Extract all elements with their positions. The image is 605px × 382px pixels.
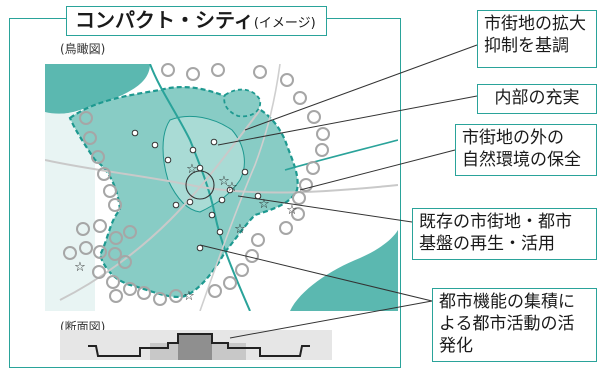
greenbelt-circle	[76, 222, 90, 236]
station-marker	[196, 164, 204, 172]
greenbelt-circle	[118, 255, 132, 269]
station-marker	[241, 168, 249, 176]
greenbelt-circle	[91, 150, 105, 164]
greenbelt-circle	[123, 225, 137, 239]
greenbelt-circle	[106, 275, 120, 289]
greenbelt-circle	[103, 184, 117, 198]
greenbelt-circle	[93, 245, 107, 259]
station-marker	[172, 201, 180, 209]
greenbelt-circle	[251, 233, 265, 247]
river	[149, 64, 251, 311]
star-marker: ☆	[183, 289, 195, 304]
star-marker: ☆	[286, 203, 298, 218]
star-marker: ☆	[234, 222, 246, 237]
callout-text: 自然環境の保全	[462, 150, 581, 170]
leader-lines	[199, 44, 478, 339]
station-marker	[189, 146, 197, 154]
station-marker	[226, 186, 234, 194]
greenbelt-circle	[253, 65, 267, 79]
sea-bottom-right	[290, 230, 398, 311]
greenbelt-circle	[137, 286, 151, 300]
greenbelt-circle	[161, 63, 175, 77]
callout-nature-preservation: 市街地の外の 自然環境の保全	[455, 124, 597, 176]
greenbelt-circle	[292, 191, 306, 205]
station-marker	[208, 211, 216, 219]
callout-text: 市街地の外の	[462, 128, 564, 148]
greenbelt-circle	[92, 265, 106, 279]
greenbelt-circle	[186, 67, 200, 81]
greenbelt-circle	[79, 241, 93, 255]
station-marker	[216, 228, 224, 236]
greenbelt-circle	[108, 198, 122, 212]
birdseye-caption: (鳥瞰図)	[60, 42, 106, 56]
city-core	[162, 115, 245, 213]
star-marker: ☆	[186, 162, 198, 177]
callout-text: 発化	[439, 336, 473, 356]
greenbelt-circle	[123, 282, 137, 296]
station-marker	[151, 141, 159, 149]
greenbelt-circle	[109, 231, 123, 245]
greenbelt-circle	[293, 91, 307, 105]
road-vertical	[199, 64, 281, 311]
greenbelt-circle	[79, 111, 93, 125]
diagram-title: コンパクト・シティ(イメージ)	[66, 6, 327, 36]
cross-section	[60, 330, 332, 360]
greenbelt-circle	[279, 221, 293, 235]
greenbelt-circles	[63, 63, 330, 306]
greenbelt-circle	[63, 246, 77, 260]
greenbelt-circle	[306, 161, 320, 175]
callout-text: 既存の市街地・都市	[419, 212, 572, 232]
callout-text: 都市機能の集積に	[439, 292, 575, 312]
satellite-area	[223, 88, 262, 118]
road-horizontal	[45, 159, 398, 194]
station-marker	[131, 129, 139, 137]
sea-top-left	[45, 64, 150, 115]
callout-text: 内部の充実	[494, 88, 580, 108]
road-diagonal	[59, 109, 261, 301]
greenbelt-circle	[315, 143, 329, 157]
greenbelt-circle	[223, 276, 237, 290]
title-sub: (イメージ)	[253, 16, 316, 31]
callout-inner-enhancement: 内部の充実	[477, 84, 597, 114]
greenbelt-circle	[169, 289, 183, 303]
greenbelt-circle	[153, 292, 167, 306]
star-marker: ☆	[218, 174, 230, 189]
greenbelt-circle	[83, 131, 97, 145]
greenbelt-circle	[208, 284, 222, 298]
callout-text: 基盤の再生・活用	[419, 234, 555, 254]
star-markers: ☆☆☆☆☆☆☆☆	[74, 162, 298, 304]
callout-sprawl-control: 市街地の拡大 抑制を基調	[477, 10, 597, 68]
greenbelt-circle	[211, 63, 225, 77]
callout-text: 抑制を基調	[484, 36, 569, 56]
station-marker	[196, 244, 204, 252]
star-marker: ☆	[258, 197, 270, 212]
title-main: コンパクト・シティ	[75, 8, 254, 32]
station-marker	[186, 198, 194, 206]
station-marker	[164, 156, 172, 164]
greenbelt-circle	[97, 167, 111, 181]
station-marker	[218, 196, 226, 204]
greenbelt-circle	[93, 219, 107, 233]
greenbelt-circle	[307, 110, 321, 124]
greenbelt-circle	[108, 247, 122, 261]
callout-text: よる都市活動の活	[439, 314, 575, 334]
river-branch	[284, 139, 398, 171]
greenbelt-circle	[280, 73, 294, 87]
station-markers	[131, 129, 262, 252]
star-marker: ☆	[74, 260, 86, 275]
land-left	[45, 108, 95, 311]
callout-urban-renewal: 既存の市街地・都市 基盤の再生・活用	[412, 208, 597, 260]
greenbelt-circle	[235, 263, 249, 277]
greenbelt-circle	[109, 289, 123, 303]
station-marker	[210, 138, 218, 146]
callout-text: 市街地の拡大	[484, 14, 586, 34]
callout-function-concentration: 都市機能の集積に よる都市活動の活 発化	[432, 288, 597, 362]
greenbelt-circle	[291, 207, 305, 221]
greenbelt-circle	[316, 127, 330, 141]
greenbelt-circle	[299, 178, 313, 192]
star-marker: ☆	[226, 180, 238, 195]
